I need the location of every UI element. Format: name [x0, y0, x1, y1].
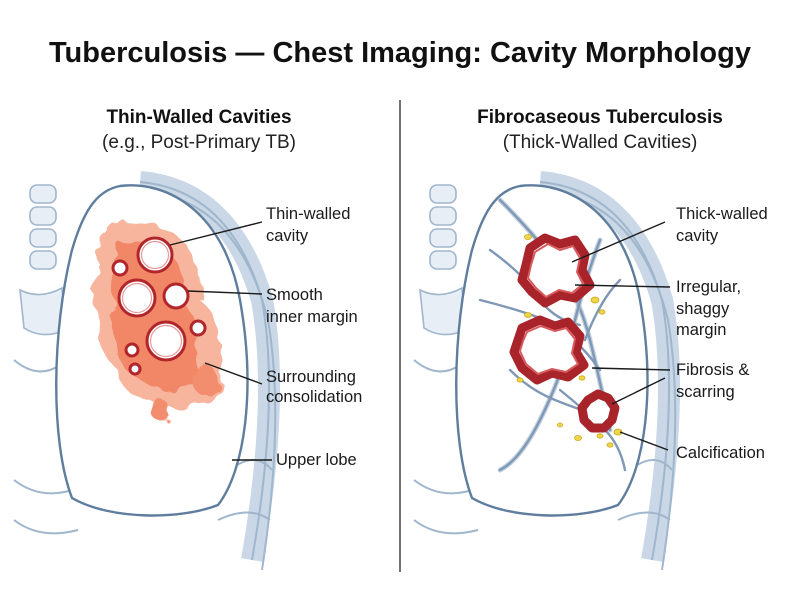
left-cavities [111, 236, 207, 376]
cavity-large-mid [117, 278, 157, 318]
label-inner-margin: inner margin [266, 308, 358, 326]
leader-thick-walled-cavity [571, 221, 666, 263]
cavity-medium [162, 282, 190, 310]
label-thin-walled-cavity: cavity [266, 227, 309, 245]
left-panel-heading: Thin-Walled Cavities [106, 107, 291, 128]
cavity-large-top [136, 236, 174, 274]
right-panel-heading: Fibrocaseous Tuberculosis [477, 107, 723, 128]
thick-cavity-middle [509, 315, 589, 385]
right-panel: Fibrocaseous Tuberculosis (Thick-Walled … [413, 107, 768, 571]
leader-irregular-margin [574, 284, 671, 288]
leader-thin-walled-cavity [169, 221, 263, 246]
label-fibrosis: Fibrosis & [676, 361, 749, 379]
label-upper-lobe: Upper lobe [276, 451, 357, 469]
cavity-small-1 [111, 259, 129, 277]
leader-consolidation [204, 362, 263, 385]
label-thin-walled: Thin-walled [266, 205, 350, 223]
left-spine-illustration [13, 184, 79, 535]
cavity-small-3 [124, 342, 140, 358]
label-thick-walled: Thick-walled [676, 205, 768, 223]
label-margin: margin [676, 321, 726, 339]
label-smooth: Smooth [266, 286, 323, 304]
label-surrounding: Surrounding [266, 368, 356, 386]
label-consolidation: consolidation [266, 388, 362, 406]
label-thick-walled-cavity: cavity [676, 227, 719, 245]
left-panel: Thin-Walled Cavities (e.g., Post-Primary… [13, 107, 362, 571]
leader-fibrosis-2 [611, 377, 666, 405]
calcifications [516, 234, 623, 448]
thick-cavity-top [517, 233, 595, 308]
right-spine-illustration [413, 184, 479, 535]
main-title: Tuberculosis — Chest Imaging: Cavity Mor… [49, 37, 751, 69]
label-calcification: Calcification [676, 444, 765, 462]
cavity-large-bottom [145, 320, 187, 362]
leader-fibrosis [591, 367, 671, 371]
label-scarring: scarring [676, 383, 735, 401]
label-shaggy: shaggy [676, 300, 730, 318]
right-rib-cage [538, 171, 681, 571]
thick-cavity-small [577, 389, 620, 433]
right-cavities [509, 233, 620, 433]
cavity-small-2 [189, 319, 207, 337]
leader-calcification [619, 431, 669, 451]
right-panel-subheading: (Thick-Walled Cavities) [503, 132, 698, 153]
left-panel-subheading: (e.g., Post-Primary TB) [102, 132, 296, 153]
leader-smooth-margin [187, 290, 263, 295]
cavity-small-4 [128, 362, 142, 376]
label-irregular: Irregular, [676, 278, 741, 296]
